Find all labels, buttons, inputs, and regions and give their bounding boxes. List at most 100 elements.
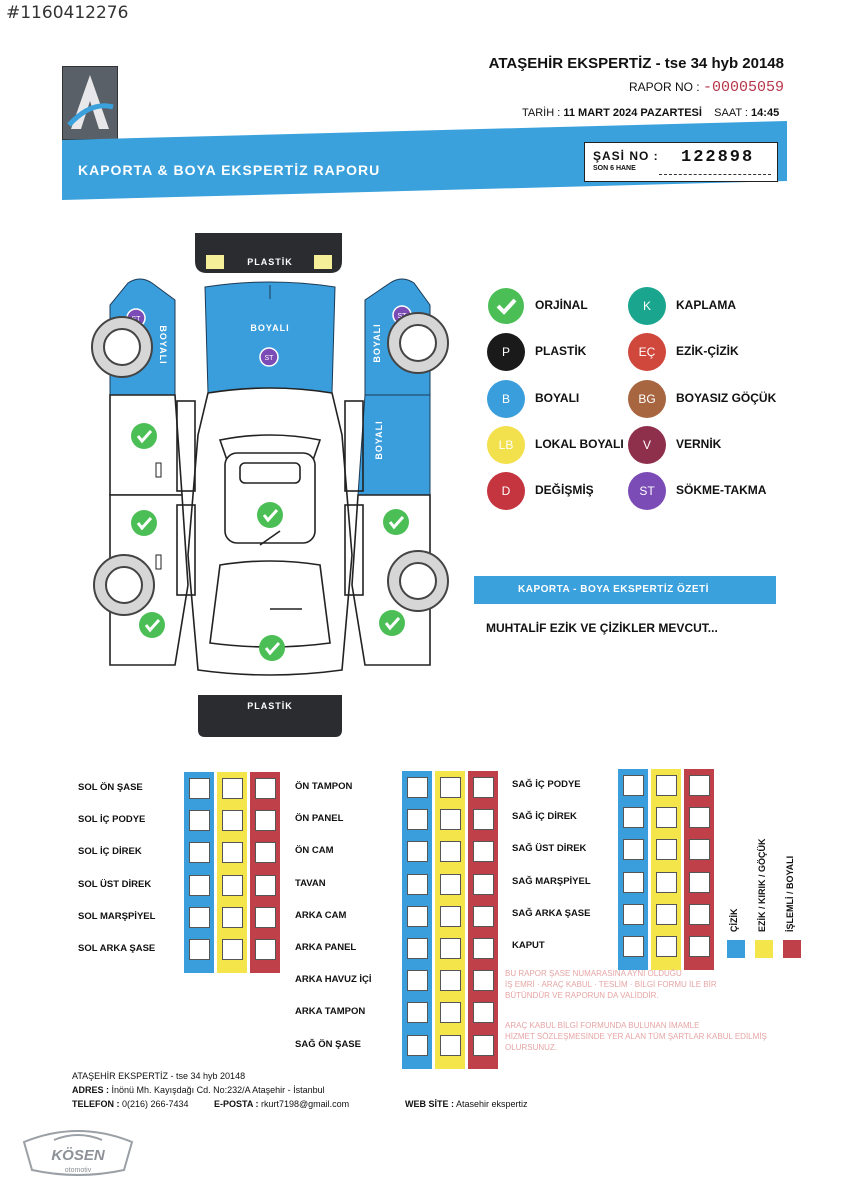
checkbox-cell[interactable] xyxy=(623,807,644,829)
part-label: SOL ARKA ŞASE xyxy=(78,943,156,954)
legend-code: EÇ xyxy=(638,345,656,359)
checkbox-cell[interactable] xyxy=(689,807,710,829)
part-label: SAĞ ÜST DİREK xyxy=(512,843,587,855)
checkbox-cell[interactable] xyxy=(440,1034,461,1056)
footer-phone: TELEFON : 0(216) 266-7434 xyxy=(72,1099,189,1109)
checkbox-cell[interactable] xyxy=(440,938,461,959)
checkbox-cell[interactable] xyxy=(407,873,428,895)
checkbox-cell[interactable] xyxy=(473,841,494,863)
checkbox-cell[interactable] xyxy=(255,874,276,896)
part-label: SOL İÇ PODYE xyxy=(78,814,146,826)
checkbox-cell[interactable] xyxy=(623,839,644,861)
checkbox-cell[interactable] xyxy=(189,906,210,928)
rear-bumper-label: PLASTİK xyxy=(247,701,293,711)
checkbox-cell[interactable] xyxy=(255,810,276,832)
legend-code: V xyxy=(642,438,651,452)
part-label: SOL ÜST DİREK xyxy=(78,878,152,890)
checkbox-cell[interactable] xyxy=(222,906,243,928)
checkbox-cell[interactable] xyxy=(689,871,710,893)
hood-label: BOYALI xyxy=(250,323,289,333)
part-label: SAĞ İÇ PODYE xyxy=(512,779,581,790)
checkbox-cell[interactable] xyxy=(440,841,461,863)
legend-dot: EÇ xyxy=(628,333,666,371)
checkbox-cell[interactable] xyxy=(407,1034,428,1056)
checkbox-cell[interactable] xyxy=(623,936,644,957)
right-front-label: BOYALI xyxy=(372,323,382,362)
checkbox-cell[interactable] xyxy=(407,809,428,831)
checkbox-cell[interactable] xyxy=(473,1034,494,1056)
checkbox-cell[interactable] xyxy=(656,807,677,829)
check-icon xyxy=(139,612,165,638)
part-label: ARKA TAMPON xyxy=(295,1006,366,1018)
grid-legend-swatch xyxy=(755,940,773,958)
checkbox-cell[interactable] xyxy=(255,778,276,799)
checkbox-cell[interactable] xyxy=(440,809,461,831)
checkbox-cell[interactable] xyxy=(440,873,461,895)
checkbox-cell[interactable] xyxy=(407,777,428,798)
checkbox-cell[interactable] xyxy=(189,810,210,832)
checkbox-cell[interactable] xyxy=(473,938,494,959)
checkbox-cell[interactable] xyxy=(440,905,461,927)
checkbox-cell[interactable] xyxy=(255,939,276,960)
checkbox-cell[interactable] xyxy=(656,871,677,893)
date-label: TARİH : xyxy=(522,107,561,119)
checkbox-cell[interactable] xyxy=(689,903,710,925)
part-label: SAĞ ARKA ŞASE xyxy=(512,907,591,919)
checkbox-cell[interactable] xyxy=(473,970,494,992)
checkbox-cell[interactable] xyxy=(656,903,677,925)
legend-dot: BG xyxy=(628,380,666,418)
checkbox-cell[interactable] xyxy=(623,903,644,925)
grid-column xyxy=(402,771,432,1069)
front-bumper-label: PLASTİK xyxy=(247,257,293,267)
checkbox-cell[interactable] xyxy=(407,841,428,863)
listing-id: #1160412276 xyxy=(6,3,129,23)
checkbox-cell[interactable] xyxy=(473,809,494,831)
checkbox-cell[interactable] xyxy=(222,810,243,832)
part-label: ARKA CAM xyxy=(295,909,347,921)
checkbox-cell[interactable] xyxy=(689,775,710,796)
checkbox-cell[interactable] xyxy=(407,938,428,959)
check-icon xyxy=(131,510,157,536)
legend-label: BOYALI xyxy=(535,391,580,405)
part-label: SAĞ ÖN ŞASE xyxy=(295,1038,361,1050)
checkbox-cell[interactable] xyxy=(656,936,677,957)
checkbox-cell[interactable] xyxy=(473,905,494,927)
part-label: ARKA HAVUZ İÇİ xyxy=(295,974,372,986)
checkbox-cell[interactable] xyxy=(473,1002,494,1024)
checkbox-cell[interactable] xyxy=(189,778,210,799)
checkbox-cell[interactable] xyxy=(189,874,210,896)
checkbox-cell[interactable] xyxy=(689,839,710,861)
legend-code: ST xyxy=(639,484,655,498)
checkbox-cell[interactable] xyxy=(222,778,243,799)
checkbox-cell[interactable] xyxy=(189,939,210,960)
checkbox-cell[interactable] xyxy=(440,777,461,798)
check-icon xyxy=(131,423,157,449)
checkbox-cell[interactable] xyxy=(473,777,494,798)
checkbox-cell[interactable] xyxy=(222,842,243,864)
legend-label: PLASTİK xyxy=(535,344,587,358)
checkbox-cell[interactable] xyxy=(255,842,276,864)
report-number: -00005059 xyxy=(702,79,784,96)
footer-company: ATAŞEHİR EKSPERTİZ - tse 34 hyb 20148 xyxy=(72,1071,246,1081)
car-damage-diagram: PLASTİK BOYALI ST BOYALI ST xyxy=(91,233,449,737)
date-row: TARİH : 11 MART 2024 PAZARTESİ SAAT : 14… xyxy=(522,107,779,119)
checkbox-cell[interactable] xyxy=(440,1002,461,1024)
checkbox-cell[interactable] xyxy=(656,775,677,796)
checkbox-cell[interactable] xyxy=(255,906,276,928)
legend-label: VERNİK xyxy=(676,437,722,451)
wheels xyxy=(91,312,449,616)
checkbox-cell[interactable] xyxy=(407,970,428,992)
checkbox-cell[interactable] xyxy=(623,871,644,893)
checkbox-cell[interactable] xyxy=(623,775,644,796)
checkbox-cell[interactable] xyxy=(656,839,677,861)
checkbox-cell[interactable] xyxy=(222,874,243,896)
part-label: ÖN TAMPON xyxy=(295,781,353,792)
checkbox-cell[interactable] xyxy=(407,905,428,927)
checkbox-cell[interactable] xyxy=(440,970,461,992)
part-label: KAPUT xyxy=(512,940,545,951)
checkbox-cell[interactable] xyxy=(222,939,243,960)
checkbox-cell[interactable] xyxy=(473,873,494,895)
checkbox-cell[interactable] xyxy=(689,936,710,957)
checkbox-cell[interactable] xyxy=(189,842,210,864)
checkbox-cell[interactable] xyxy=(407,1002,428,1024)
